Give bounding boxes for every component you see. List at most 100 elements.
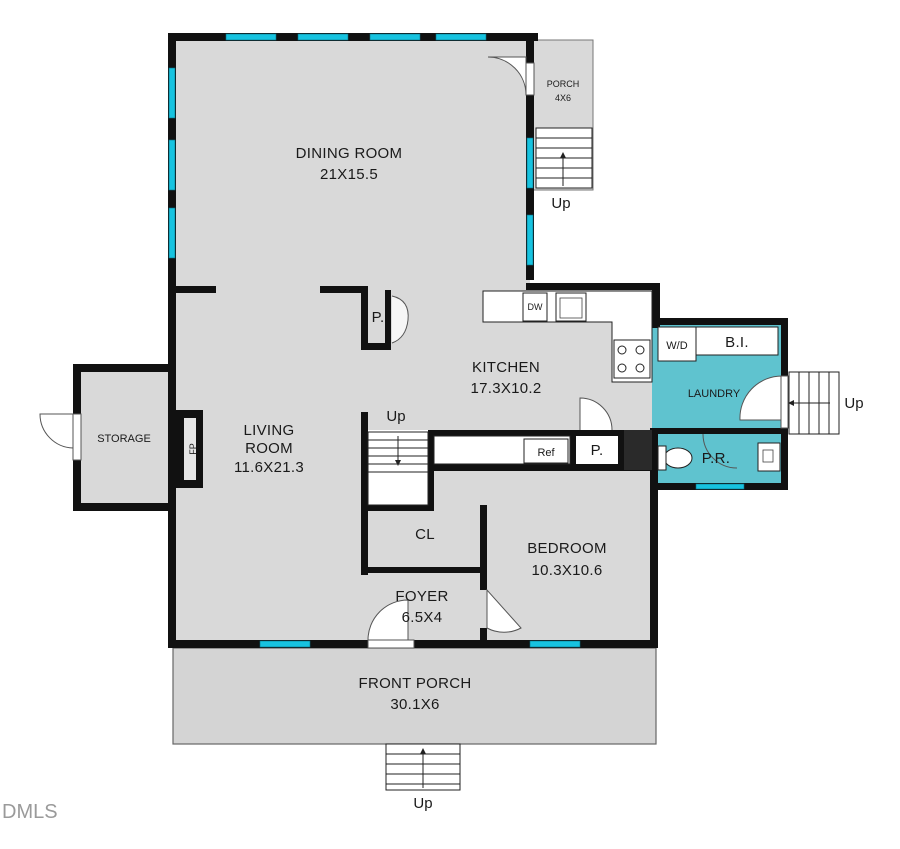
pantry-lower-label: P. [591,442,604,459]
vanity-basin [762,449,774,463]
stair-arrow [395,460,401,466]
wall [428,430,434,470]
chimney-block [624,430,652,470]
porch-small-dims: 4X6 [555,93,571,103]
dining-room-floor [175,40,530,290]
kitchen-name: KITCHEN [472,359,540,376]
fireplace-hearth [184,418,196,480]
door-swing [486,588,522,633]
wall [361,412,368,575]
door-swing [739,375,783,421]
wall [618,430,624,470]
fireplace-label: FP [188,443,198,455]
watermark: DMLS [2,801,58,823]
window [435,33,487,41]
window [695,483,745,490]
wall [480,505,487,590]
burner [635,363,645,373]
bedroom-floor [483,470,655,645]
kitchen-fixtures [433,290,653,465]
vanity [757,442,781,472]
storage-name: STORAGE [97,433,151,445]
front-porch-name: FRONT PORCH [358,675,471,692]
burner [635,345,645,355]
window [168,139,176,191]
front-stairs-up: Up [413,795,432,812]
floor-areas [80,39,784,745]
stair-landing [367,471,429,506]
wall [570,430,576,470]
wall [650,428,658,646]
wall [73,503,175,511]
wall [385,290,391,350]
range [613,339,651,379]
built-in-box [695,326,779,356]
washer-dryer-label: W/D [666,340,687,352]
door-threshold [780,375,789,429]
wall [781,318,788,376]
wall [652,428,788,434]
door-swing [487,56,527,96]
front-porch-floor [172,647,657,745]
stairs-front [385,743,461,791]
wall [168,33,538,41]
wall [361,343,389,350]
living-room-name: LIVING [244,422,295,439]
interior-stairs-up: Up [386,408,405,425]
wall [526,33,534,63]
door-swing [39,413,74,449]
dining-room-dims: 21X15.5 [320,166,378,183]
bedroom-name: BEDROOM [527,540,607,557]
window [297,33,349,41]
window [225,33,277,41]
dishwasher-box [522,292,548,322]
dishwasher-label: DW [528,302,543,312]
burner [617,345,627,355]
stair-arrow [788,400,794,406]
wall [652,283,660,328]
pantry-upper-label: P. [372,309,385,326]
closet-label: CL [415,526,435,543]
window [168,67,176,119]
wall [428,464,658,471]
toilet [663,447,693,469]
living-room-floor [175,290,365,645]
window [526,137,534,189]
washer-dryer-box [657,326,697,362]
wall [168,33,176,648]
burner [617,363,627,373]
wall [652,318,788,325]
room-labels: DINING ROOM 21X15.5 PORCH 4X6 Up KITCHEN… [2,79,864,823]
door-swing [702,433,738,469]
door-swing [579,397,613,431]
built-in-label: B.I. [725,334,749,351]
laundry-name: LAUNDRY [688,388,741,400]
sink [555,292,587,322]
refrigerator-label: Ref [537,447,555,459]
porch-stairs-up: Up [551,195,570,212]
window [259,640,311,648]
kitchen-dims: 17.3X10.2 [470,380,541,397]
wall [781,428,788,490]
wall [428,430,652,436]
sink-basin [559,297,583,319]
wall [320,286,368,293]
wall [361,567,487,573]
front-porch-dims: 30.1X6 [390,696,439,713]
wall [73,460,81,511]
living-room-dims: 11.6X21.3 [234,459,304,476]
window [529,640,581,648]
stairs-interior [367,431,429,506]
wall [428,470,434,510]
door-threshold [525,62,535,96]
toilet-tank [657,445,667,471]
door-swing [391,295,409,344]
refrigerator-box [523,438,569,464]
window [369,33,421,41]
powder-room-name: P.R. [702,450,730,467]
door-threshold [72,413,82,461]
storage-floor [80,370,170,505]
porch-small-name: PORCH [547,79,580,89]
bedroom-dims: 10.3X10.6 [531,562,602,579]
